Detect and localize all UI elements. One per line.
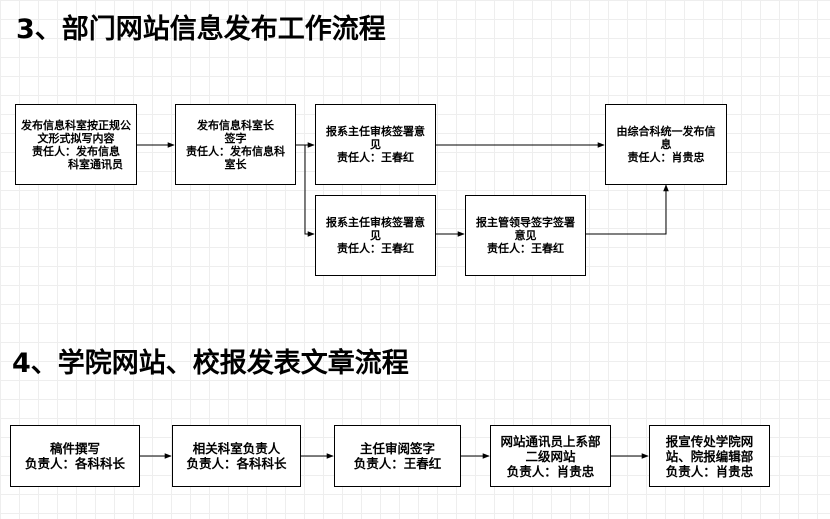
s3-step-4-line3: 责任人：肖贵忠	[627, 151, 705, 164]
s3-step-3-line3: 责任人：王春红	[337, 151, 414, 164]
s3-step-6-line1: 报主管领导签字签署	[476, 216, 575, 229]
s4-step-5-line3: 负责人：肖贵忠	[665, 463, 754, 479]
s3-step-3-line1: 报系主任审核签署意	[326, 125, 425, 138]
s3-step-2-line1: 发布信息科室长	[197, 118, 274, 132]
s4-step-1-line2: 负责人：各科科长	[24, 456, 125, 471]
s3-step-3-director-review: 报系主任审核签署意 见 责任人：王春红	[315, 104, 436, 185]
connector-s3-2-5	[304, 145, 315, 237]
s4-step-3-line2: 负责人：王春红	[353, 456, 442, 471]
s4-step-1-writing: 稿件撰写 负责人：各科科长	[10, 425, 140, 487]
s4-step-4-line1: 网站通讯员上系部	[500, 433, 601, 449]
s3-step-4-line1: 由综合科统一发布信	[616, 125, 716, 138]
s3-step-1-line2: 文形式拟写内容	[37, 131, 115, 145]
s3-step-4-line2: 息	[660, 138, 672, 151]
s4-step-2-dept-head: 相关科室负责人 负责人：各科科长	[172, 425, 301, 487]
s3-step-6-leader-sign: 报主管领导签字签署 意见 责任人：王春红	[465, 195, 586, 276]
s3-step-5-line1: 报系主任审核签署意	[326, 216, 425, 229]
s4-step-5-publicity-dept: 报宣传处学院网 站、院报编辑部 负责人：肖贵忠	[649, 425, 770, 487]
s3-step-5-line2: 见	[370, 229, 381, 242]
s4-step-4-line2: 二级网站	[525, 448, 576, 464]
s3-step-1-line3: 责任人：发布信息	[32, 144, 120, 158]
s3-step-6-line2: 意见	[514, 229, 537, 242]
s4-step-5-line1: 报宣传处学院网	[665, 433, 754, 449]
s4-step-4-site-upload: 网站通讯员上系部 二级网站 负责人：肖贵忠	[490, 425, 611, 487]
s3-step-1-line4: 科室通讯员	[68, 157, 123, 171]
s3-step-3-line2: 见	[370, 138, 381, 151]
s3-step-5-line3: 责任人：王春红	[337, 242, 414, 255]
s3-step-2-line4: 室长	[224, 157, 247, 171]
s4-step-1-line1: 稿件撰写	[49, 441, 100, 456]
s3-step-6-line3: 责任人：王春红	[487, 242, 564, 255]
s3-step-2-dept-head-sign: 发布信息科室长 签字 责任人：发布信息科 室长	[175, 104, 296, 185]
s3-step-2-line2: 签字	[224, 131, 247, 145]
s3-step-4-publish: 由综合科统一发布信 息 责任人：肖贵忠	[605, 104, 727, 185]
s3-step-1-draft: 发布信息科室按正规公 文形式拟写内容 责任人：发布信息 科室通讯员	[15, 104, 137, 185]
section-4-title: 4、学院网站、校报发表文章流程	[12, 348, 409, 379]
s4-step-2-line2: 负责人：各科科长	[186, 456, 287, 471]
section-3-title: 3、部门网站信息发布工作流程	[16, 14, 386, 45]
s4-step-2-line1: 相关科室负责人	[192, 441, 281, 456]
s3-step-1-line1: 发布信息科室按正规公	[21, 118, 131, 132]
s4-step-4-line3: 负责人：肖贵忠	[506, 463, 595, 479]
s4-step-3-line1: 主任审阅签字	[359, 441, 435, 456]
s3-step-5-director-review: 报系主任审核签署意 见 责任人：王春红	[315, 195, 436, 276]
connector-s3-6-4	[586, 184, 669, 235]
s4-step-5-line2: 站、院报编辑部	[665, 448, 754, 464]
s3-step-2-line3: 责任人：发布信息科	[186, 144, 285, 158]
s4-step-3-director-sign: 主任审阅签字 负责人：王春红	[334, 425, 461, 487]
